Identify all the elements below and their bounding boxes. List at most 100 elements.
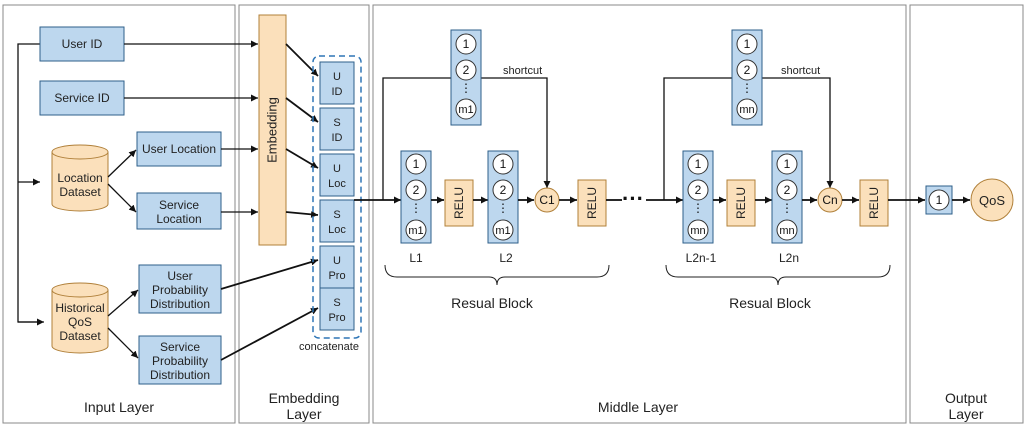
embedding-layer-label-2: Layer bbox=[286, 406, 321, 422]
shortcut-n-label: shortcut bbox=[781, 65, 820, 77]
svg-text:⋮: ⋮ bbox=[741, 81, 753, 95]
resual-block-n-label: Resual Block bbox=[729, 295, 812, 311]
middle-layer-panel bbox=[372, 4, 907, 424]
svg-text:⋮: ⋮ bbox=[692, 201, 704, 215]
l2n-1-label: L2n-1 bbox=[686, 251, 717, 265]
svg-text:U: U bbox=[333, 163, 341, 175]
concatenate-label: concatenate bbox=[299, 341, 359, 353]
resual-block-n-brace bbox=[665, 264, 891, 286]
l2n-neuron-stack: 1 2 ⋮ mn bbox=[771, 150, 803, 244]
svg-text:Loc: Loc bbox=[328, 178, 346, 190]
service-prob-box bbox=[138, 335, 222, 385]
user-id-box bbox=[39, 26, 125, 62]
output-node-circle bbox=[928, 189, 950, 211]
svg-text:Loc: Loc bbox=[328, 224, 346, 236]
resual-block-1-brace bbox=[384, 264, 610, 286]
shortcut-1-label: shortcut bbox=[503, 65, 542, 77]
svg-text:U: U bbox=[333, 255, 341, 267]
svg-text:mn: mn bbox=[690, 225, 705, 237]
svg-text:1: 1 bbox=[463, 37, 470, 51]
relu-3-text: RELU bbox=[734, 187, 748, 219]
user-prob-text-1: User bbox=[167, 269, 192, 283]
l2n-label: L2n bbox=[779, 251, 799, 265]
service-location-text-1: Service bbox=[159, 198, 199, 212]
embedding-layer-panel bbox=[238, 4, 370, 424]
svg-text:m1: m1 bbox=[458, 104, 473, 116]
service-prob-text-3: Distribution bbox=[150, 368, 210, 382]
relu-1-text: RELU bbox=[452, 187, 466, 219]
concat-cell-u-pro: U Pro bbox=[319, 245, 355, 289]
historical-text-2: QoS bbox=[68, 315, 92, 329]
service-id-box bbox=[39, 80, 125, 116]
svg-text:1: 1 bbox=[695, 157, 702, 171]
concat-cell-s-loc: S Loc bbox=[319, 199, 355, 243]
svg-text:S: S bbox=[333, 297, 340, 309]
svg-text:2: 2 bbox=[695, 183, 702, 197]
input-layer-label: Input Layer bbox=[84, 399, 154, 415]
c1-text: C1 bbox=[539, 193, 555, 207]
svg-text:1: 1 bbox=[413, 157, 420, 171]
arrow-emb-sloc bbox=[285, 210, 319, 218]
svg-text:2: 2 bbox=[463, 63, 470, 77]
svg-text:U: U bbox=[333, 71, 341, 83]
location-dataset-text-2: Dataset bbox=[59, 185, 101, 199]
historical-text-3: Dataset bbox=[59, 329, 101, 343]
service-prob-text-1: Service bbox=[160, 340, 200, 354]
svg-text:⋮: ⋮ bbox=[460, 81, 472, 95]
input-layer-panel bbox=[2, 4, 236, 424]
relu-4-box bbox=[859, 179, 889, 227]
l2n-1-neuron-stack: 1 2 ⋮ mn bbox=[682, 150, 714, 244]
relu-3-box bbox=[726, 179, 756, 227]
shortcut-1-right-path bbox=[481, 77, 551, 188]
svg-text:m1: m1 bbox=[408, 225, 423, 237]
user-prob-text-3: Distribution bbox=[150, 297, 210, 311]
svg-text:2: 2 bbox=[784, 183, 791, 197]
concat-cell-s-id: S ID bbox=[319, 107, 355, 151]
left-bus-line bbox=[17, 43, 40, 323]
arrow-to-service-location bbox=[107, 183, 137, 213]
output-layer-label-2: Layer bbox=[948, 406, 983, 422]
service-prob-text-2: Probability bbox=[152, 354, 208, 368]
arrow-to-user-location bbox=[107, 149, 137, 178]
relu-2-text: RELU bbox=[585, 187, 599, 219]
qos-node bbox=[970, 178, 1014, 222]
user-location-box bbox=[136, 131, 222, 167]
arrow-to-user-prob bbox=[107, 289, 139, 317]
qos-text: QoS bbox=[979, 193, 1005, 208]
continuation-dots: ··· bbox=[622, 186, 644, 211]
svg-text:1: 1 bbox=[500, 157, 507, 171]
location-dataset-cylinder bbox=[51, 144, 109, 212]
svg-text:2: 2 bbox=[500, 183, 507, 197]
concat-cell-u-loc: U Loc bbox=[319, 153, 355, 197]
embedding-layer-label-1: Embedding bbox=[269, 390, 340, 406]
service-id-text: Service ID bbox=[54, 91, 110, 105]
embedding-block-text: Embedding bbox=[265, 97, 280, 163]
resual-block-1-label: Resual Block bbox=[451, 295, 534, 311]
svg-text:2: 2 bbox=[413, 183, 420, 197]
l1-neuron-stack: 1 2 ⋮ m1 bbox=[400, 150, 432, 244]
arrow-serviceprob-concat bbox=[220, 307, 319, 361]
arrow-emb-uloc bbox=[285, 148, 319, 169]
concat-cell-u-id: U ID bbox=[319, 61, 355, 105]
svg-text:⋮: ⋮ bbox=[781, 201, 793, 215]
svg-text:ID: ID bbox=[332, 132, 343, 144]
svg-text:1: 1 bbox=[784, 157, 791, 171]
output-layer-label-1: Output bbox=[945, 390, 987, 406]
svg-text:1: 1 bbox=[744, 37, 751, 51]
l2-neuron-stack: 1 2 ⋮ m1 bbox=[487, 150, 519, 244]
svg-text:Pro: Pro bbox=[328, 312, 345, 324]
user-id-text: User ID bbox=[62, 37, 103, 51]
relu-4-text: RELU bbox=[867, 187, 881, 219]
shortcut-n-left-path bbox=[663, 77, 732, 200]
shortcut-stack-n: 1 2 ⋮ mn bbox=[731, 29, 763, 126]
svg-text:S: S bbox=[333, 117, 340, 129]
relu-2-box bbox=[577, 179, 607, 227]
concatenate-group bbox=[312, 55, 362, 339]
historical-text-1: Historical bbox=[55, 301, 104, 315]
relu-1-box bbox=[444, 179, 474, 227]
shortcut-1-left-path bbox=[382, 77, 451, 200]
user-prob-box bbox=[138, 264, 222, 314]
svg-text:S: S bbox=[333, 209, 340, 221]
svg-text:2: 2 bbox=[744, 63, 751, 77]
